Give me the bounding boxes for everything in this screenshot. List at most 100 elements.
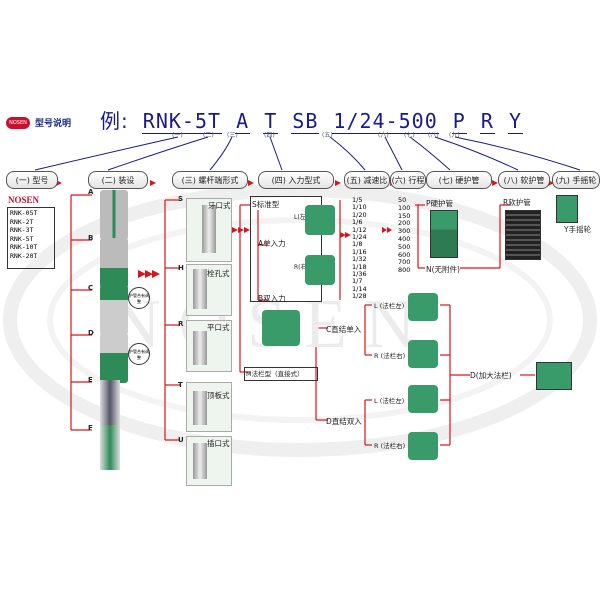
screw-end-name: 插口式 (207, 439, 230, 448)
hard-tube-p: P硬护管 (426, 199, 454, 208)
code-index: (五) (322, 132, 333, 139)
mount-c-image (100, 285, 128, 335)
ratio-item: 1/8 (352, 240, 363, 249)
section-input: (四) 入力型式 (258, 171, 334, 189)
code-part-ratio-stroke: 1/24-500 (332, 109, 439, 134)
section-mount: (二) 装设 (88, 171, 148, 189)
stroke-item: 700 (398, 258, 411, 267)
mount-note: 护管合有调整 (128, 287, 150, 309)
model-item: RNK-3T (10, 226, 34, 234)
ratio-item: 1/32 (352, 255, 367, 264)
mount-f-image (100, 425, 120, 470)
mount-letter: A (88, 188, 94, 196)
section-screw-end: (三) 螺杆端形式 (172, 171, 248, 189)
mount-a-image (100, 190, 128, 240)
model-item: RNK-10T (10, 243, 38, 251)
screw-end-s-frame (186, 198, 232, 262)
input-flange-right: R (法栏右) (374, 442, 406, 450)
ratio-item: 1/12 (352, 225, 367, 234)
screw-end-code: T (178, 381, 183, 389)
code-index: (四) (264, 132, 275, 139)
code-part-screw-end: T (263, 109, 279, 134)
mount-letter: E (88, 376, 93, 384)
code-index: (七) (404, 132, 415, 139)
stroke-item: 400 (398, 234, 411, 243)
screw-end-name: 牙口式 (208, 201, 231, 210)
header-title: 型号说明 (35, 119, 72, 129)
stroke-item: 600 (398, 250, 411, 259)
input-d-double: D直结双入 (326, 417, 362, 426)
input-c-single: C直结单入 (326, 325, 362, 334)
stroke-item: 300 (398, 227, 411, 236)
stroke-item: 500 (398, 242, 411, 251)
code-index: (九) (449, 132, 460, 139)
screw-end-name: 平口式 (207, 323, 230, 332)
model-list: RNK-05T RNK-2T RNK-3T RNK-5T RNK-10T RNK… (7, 207, 55, 269)
code-prefix: 例: (100, 109, 129, 133)
code-part-model: RNK-5T (141, 109, 223, 134)
stroke-item: 150 (398, 211, 411, 220)
screw-end-code: U (178, 436, 184, 444)
ratio-list: 1/5 1/10 1/20 1/6 1/12 1/24 1/8 1/16 1/3… (352, 196, 367, 301)
ratio-item: 1/24 (352, 233, 367, 242)
mount-letter: D (88, 329, 94, 337)
ratio-item: 1/20 (352, 210, 367, 219)
input-r-image (305, 255, 335, 285)
mount-letter: B (88, 234, 94, 242)
section-stroke: (六) 行程 (390, 171, 426, 189)
section-handwheel: (九) 手摇轮 (552, 171, 600, 189)
input-flange-left: L (法栏左) (374, 397, 405, 405)
code-index: (二) (203, 132, 214, 139)
soft-tube: R软护管 (503, 198, 531, 207)
model-item: RNK-20T (10, 251, 38, 260)
screw-end-u-frame (186, 436, 232, 486)
section-hard-tube: (七) 硬护管 (426, 171, 492, 189)
screw-end-code: H (178, 264, 184, 272)
input-a-single: A单入力 (258, 239, 286, 248)
screw-end-name: 栓孔式 (207, 269, 230, 278)
flange-c-r-image (408, 340, 438, 368)
big-flange-image (536, 362, 572, 390)
screw-end-t-frame (186, 382, 232, 432)
mount-letter: F (88, 424, 93, 432)
code-index: (八) (428, 132, 439, 139)
input-flange-right: R (法栏右) (374, 352, 406, 360)
mount-b-image (100, 238, 128, 288)
hard-tube-image (430, 210, 458, 258)
stroke-item: 50 (398, 196, 407, 204)
code-part-soft-tube: R (479, 109, 495, 134)
input-l-left: L(左) (294, 214, 309, 221)
ratio-item: 1/10 (352, 203, 367, 212)
mount-d-image (100, 333, 128, 383)
input-r-right: R(右) (294, 264, 309, 271)
section-soft-tube: (八) 软护管 (498, 171, 550, 189)
hard-tube-n: N(无附件) (426, 265, 460, 274)
code-part-input: SB (291, 109, 320, 134)
ratio-item: 1/18 (352, 262, 367, 271)
screw-end-code: R (178, 320, 184, 328)
code-part-mount: A (235, 109, 251, 134)
input-b-double: B双入力 (258, 294, 286, 303)
soft-tube-image (505, 210, 541, 260)
stroke-item: 100 (398, 203, 411, 212)
flange-d-l-image (408, 385, 438, 413)
mount-letter: C (88, 284, 94, 292)
input-s-box (250, 196, 322, 302)
screw-end-name: 顶板式 (207, 391, 230, 400)
input-flange-left: L (法栏左) (374, 302, 405, 310)
input-s-type: S标准型 (252, 200, 280, 209)
screw-end-h-frame (186, 264, 232, 316)
flange-d-r-image (408, 432, 438, 460)
model-item: RNK-5T (10, 234, 34, 243)
input-m-flange: M法栏型（直接式） (246, 370, 304, 378)
handwheel-image (556, 195, 578, 223)
input-m-box (244, 367, 318, 381)
stroke-item: 200 (398, 219, 411, 228)
model-code-example: 例: RNK-5T A T SB 1/24-500 P R Y (100, 105, 524, 134)
stroke-list: 50 100 150 200 300 400 500 600 700 800 (398, 196, 411, 275)
flange-c-l-image (408, 293, 438, 321)
code-part-hard-tube: P (451, 109, 467, 134)
input-l-image (305, 205, 335, 235)
ratio-item: 1/7 (352, 277, 363, 286)
